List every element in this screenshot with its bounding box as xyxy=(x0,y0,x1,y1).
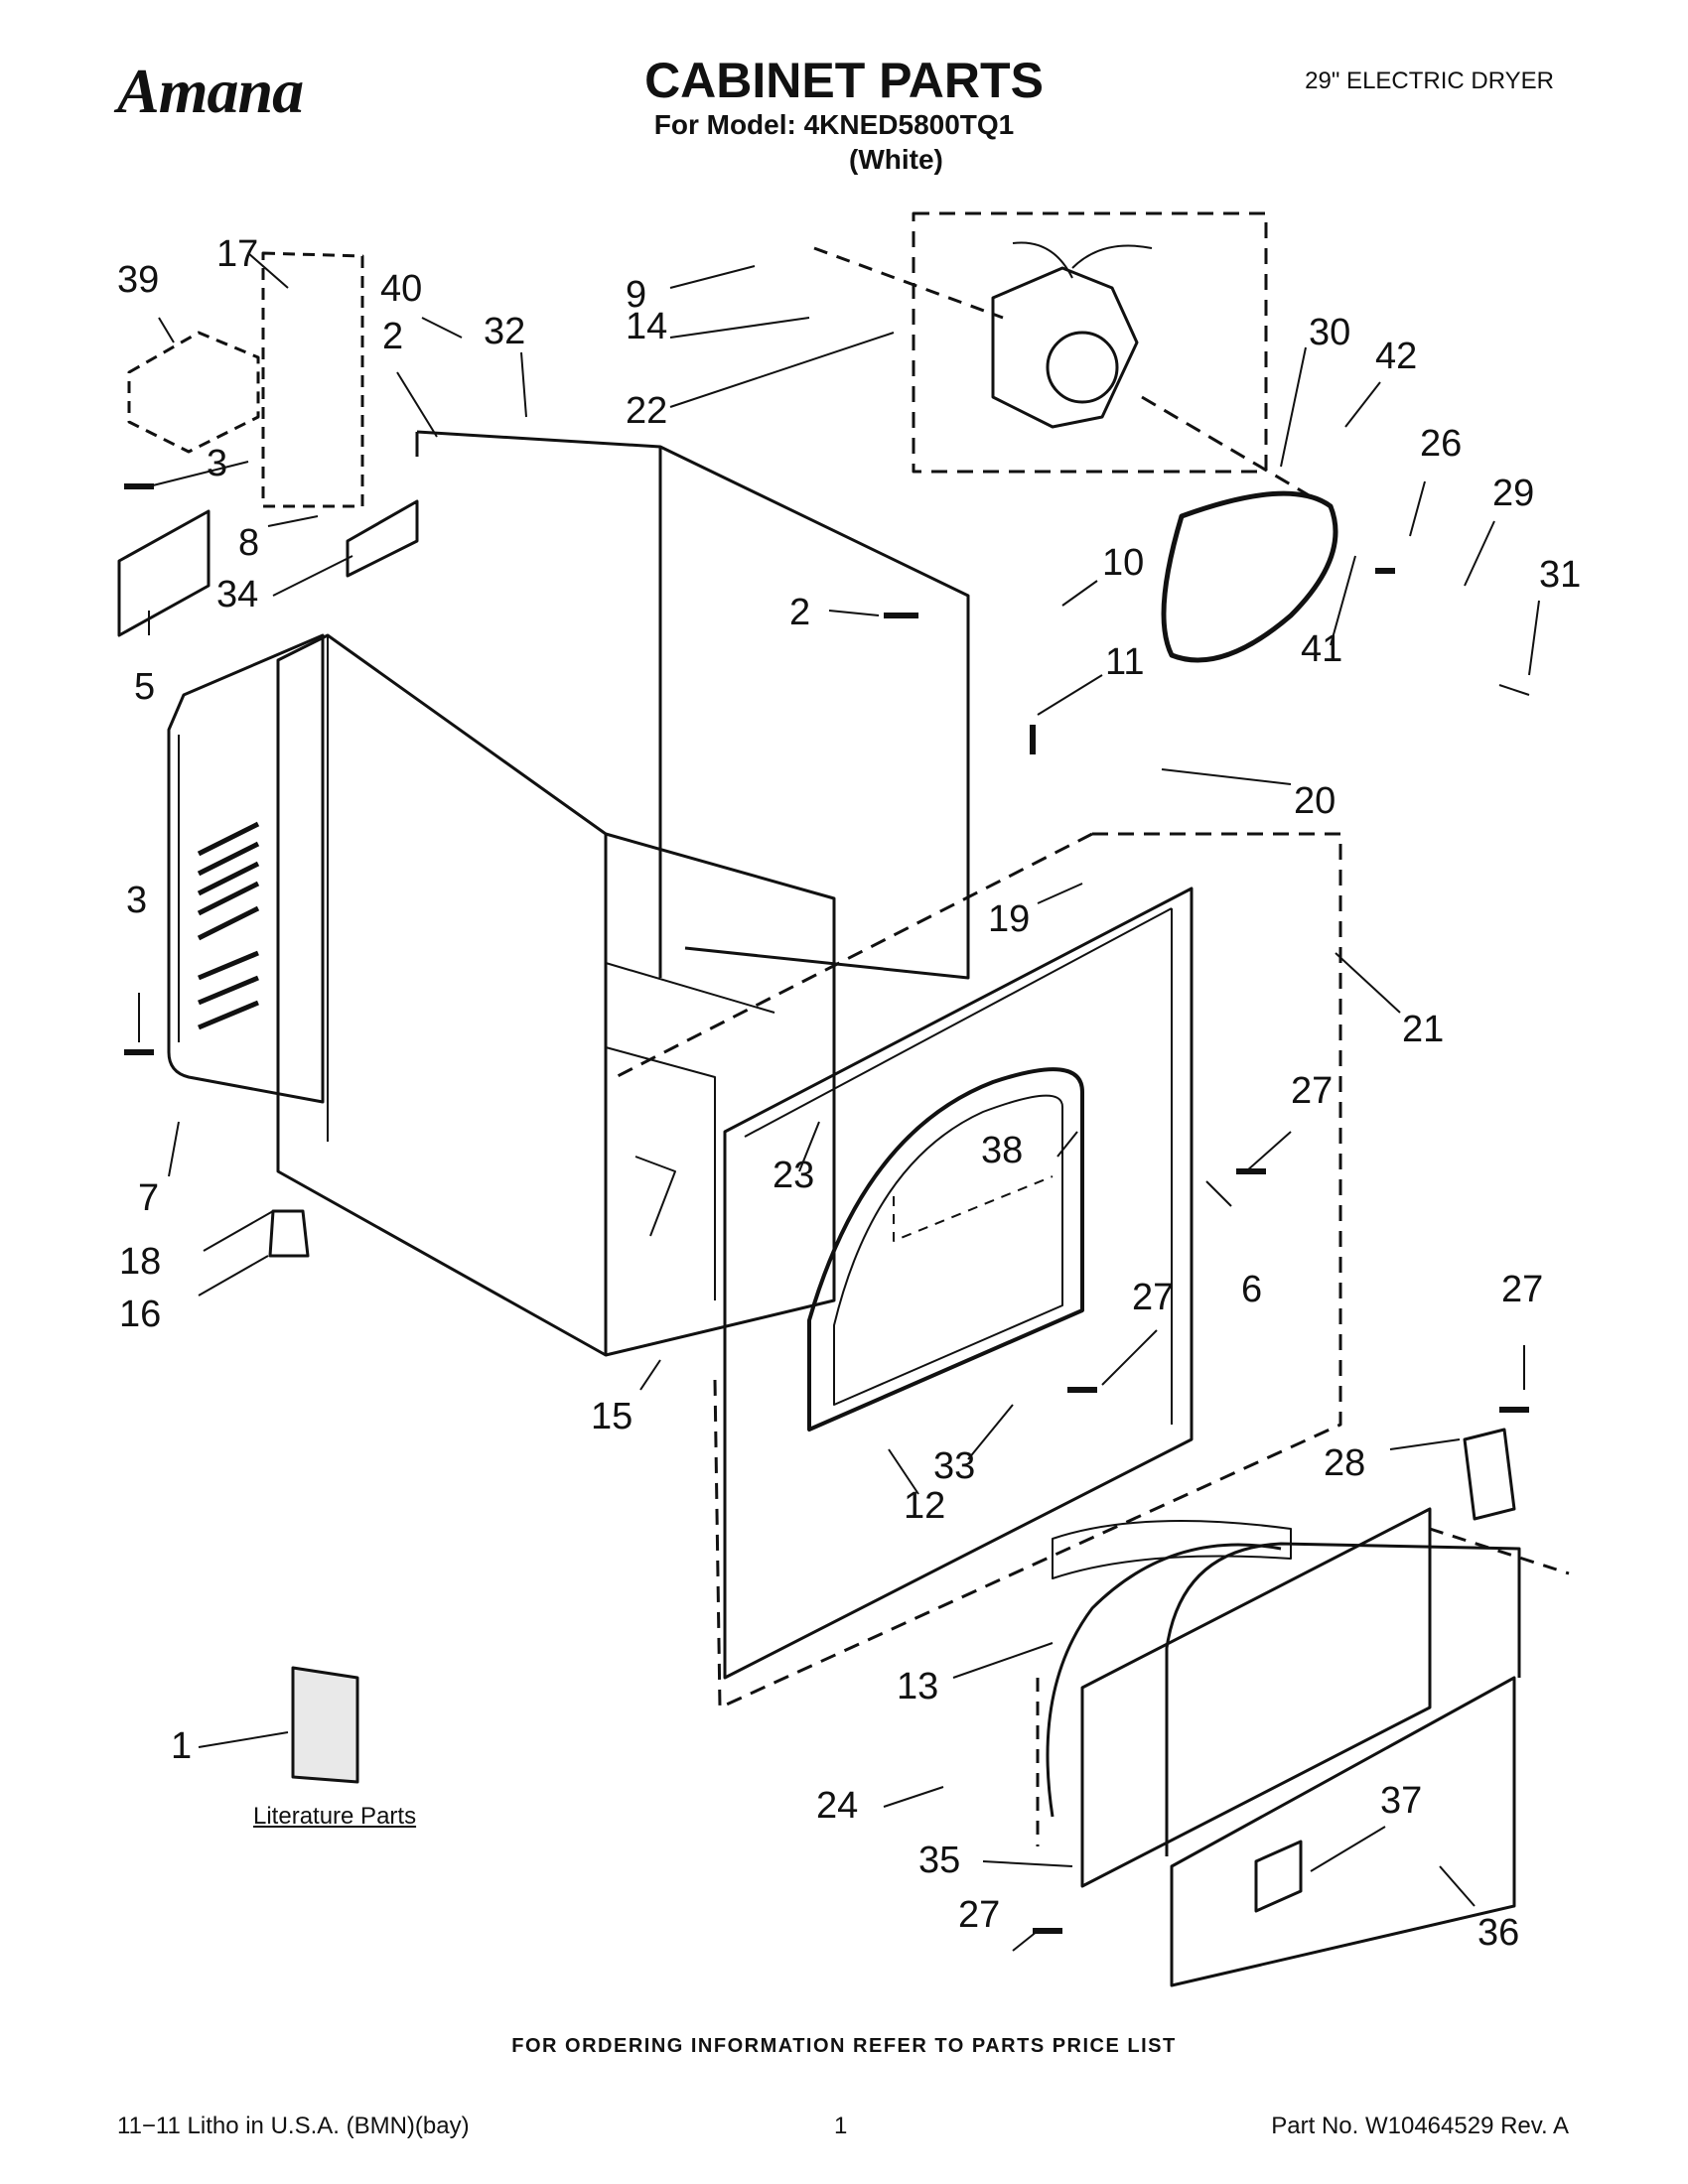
callout-27: 27 xyxy=(1291,1070,1334,1112)
callout-5: 5 xyxy=(134,666,156,708)
callout-3b: 3 xyxy=(126,880,148,921)
callout-40: 40 xyxy=(380,268,423,310)
callout-2: 2 xyxy=(382,316,404,357)
callout-31: 31 xyxy=(1539,554,1582,596)
callout-2b: 2 xyxy=(789,592,811,633)
callout-37: 37 xyxy=(1380,1780,1423,1822)
callout-15: 15 xyxy=(591,1396,633,1437)
callout-30: 30 xyxy=(1309,312,1351,353)
callout-26: 26 xyxy=(1420,423,1463,465)
callout-8: 8 xyxy=(238,522,260,564)
callout-10: 10 xyxy=(1102,542,1145,584)
callout-11: 11 xyxy=(1105,641,1145,683)
callout-21: 21 xyxy=(1402,1009,1445,1050)
model-color: (White) xyxy=(849,144,943,175)
literature-parts-label: Literature Parts xyxy=(253,1803,417,1830)
callout-35: 35 xyxy=(918,1840,961,1881)
callout-38: 38 xyxy=(981,1130,1024,1171)
callout-24: 24 xyxy=(816,1785,859,1827)
callout-19: 19 xyxy=(988,898,1031,940)
callout-12: 12 xyxy=(904,1485,946,1527)
callout-22: 22 xyxy=(626,390,668,432)
callout-16: 16 xyxy=(119,1294,162,1335)
callout-7: 7 xyxy=(138,1177,160,1219)
callout-14: 14 xyxy=(626,306,668,347)
callout-6: 6 xyxy=(1241,1269,1263,1310)
callout-33: 33 xyxy=(933,1445,976,1487)
page-number: 1 xyxy=(834,2113,848,2139)
callout-39: 39 xyxy=(117,259,160,301)
callout-27c: 27 xyxy=(1501,1269,1544,1310)
callout-17: 17 xyxy=(216,233,259,275)
callout-9: 9 xyxy=(626,274,647,316)
brand-logo: Amana xyxy=(117,56,304,126)
page-title: CABINET PARTS xyxy=(644,53,1044,108)
callout-27d: 27 xyxy=(958,1894,1001,1936)
callout-20: 20 xyxy=(1294,780,1336,822)
callout-32: 32 xyxy=(484,311,526,352)
callout-28: 28 xyxy=(1324,1442,1366,1484)
callout-23: 23 xyxy=(773,1155,815,1196)
callout-1: 1 xyxy=(171,1725,193,1767)
litho-info: 11−11 Litho in U.S.A. (BMN)(bay) xyxy=(117,2113,470,2139)
callout-29: 29 xyxy=(1492,473,1535,514)
callout-36: 36 xyxy=(1477,1912,1520,1954)
callout-13: 13 xyxy=(897,1666,939,1707)
callout-42: 42 xyxy=(1375,336,1418,377)
ordering-note: FOR ORDERING INFORMATION REFER TO PARTS … xyxy=(511,2035,1177,2057)
part-number: Part No. W10464529 Rev. A xyxy=(1271,2113,1569,2139)
callout-34: 34 xyxy=(216,574,259,615)
model-line: For Model: 4KNED5800TQ1 xyxy=(653,109,1015,140)
product-type: 29" ELECTRIC DRYER xyxy=(1305,68,1554,94)
callout-41: 41 xyxy=(1301,628,1343,670)
callout-18: 18 xyxy=(119,1241,162,1283)
callout-27b: 27 xyxy=(1132,1277,1175,1318)
callout-3: 3 xyxy=(207,443,228,484)
